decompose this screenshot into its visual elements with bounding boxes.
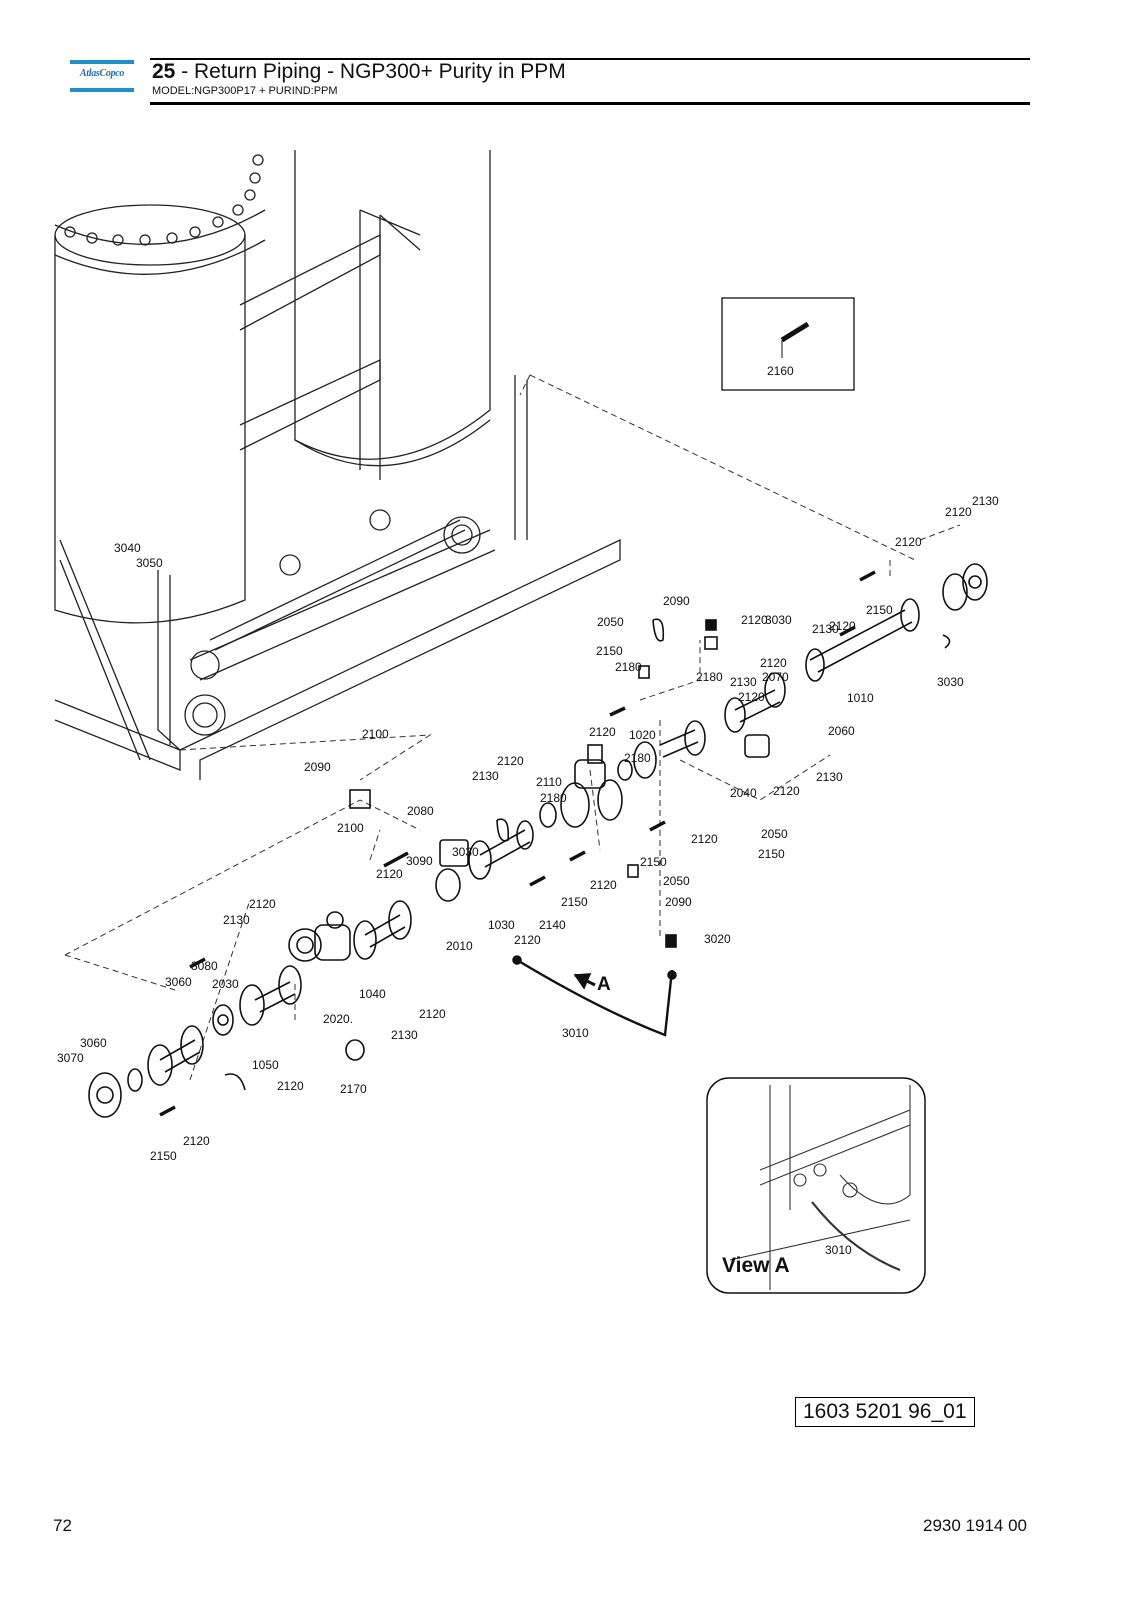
callout-2100: 2100 [337,821,364,835]
header-bottom-rule [150,102,1030,105]
callout-2150: 2150 [758,847,785,861]
callout-2020: 2020. [323,1012,353,1026]
callout-2050: 2050 [597,615,624,629]
callout-3030: 3030 [765,613,792,627]
callout-2090: 2090 [663,594,690,608]
page-title: 25 - Return Piping - NGP300+ Purity in P… [152,60,566,84]
exploded-components [88,563,988,1118]
detail-box-callout: 2160 [767,364,794,378]
callout-2120: 2120 [738,690,765,704]
callout-2100: 2100 [362,727,389,741]
callout-1040: 1040 [359,987,386,1001]
callout-2040: 2040 [730,786,757,800]
callout-3030: 3030 [452,845,479,859]
callout-2130: 2130 [391,1028,418,1042]
page-number: 72 [53,1516,72,1535]
callout-2120: 2120 [183,1134,210,1148]
logo-bottom-bar [70,88,134,92]
document-number: 2930 1914 00 [923,1516,1027,1535]
callout-2180: 2180 [540,791,567,805]
detail-box-2160: 2160 [721,297,855,391]
callout-1030: 1030 [488,918,515,932]
callout-2140: 2140 [539,918,566,932]
callout-2120: 2120 [514,933,541,947]
callout-2070: 2070 [762,670,789,684]
model-line: MODEL:NGP300P17 + PURIND:PPM [152,85,338,97]
callout-2120: 2120 [741,613,768,627]
callout-2120: 2120 [419,1007,446,1021]
callout-2050: 2050 [663,874,690,888]
callout-2180: 2180 [615,660,642,674]
callout-2130: 2130 [972,494,999,508]
callout-2130: 2130 [472,769,499,783]
callout-2170: 2170 [340,1082,367,1096]
callout-3030: 3030 [937,675,964,689]
callout-2120: 2120 [249,897,276,911]
callout-2120: 2120 [277,1079,304,1093]
callout-2060: 2060 [828,724,855,738]
dryer-frame-illustration [54,150,621,780]
callout-1010: 1010 [847,691,874,705]
callout-2120: 2120 [773,784,800,798]
callout-2090: 2090 [665,895,692,909]
inset-callout: 3010 [825,1243,852,1257]
callout-2120: 2120 [589,725,616,739]
section-title: - Return Piping - NGP300+ Purity in PPM [175,60,566,83]
callout-2120: 2120 [497,754,524,768]
callout-2120: 2120 [829,619,856,633]
callout-labels: 3040305021002090208021003030212030902120… [57,494,999,1163]
callout-2150: 2150 [640,855,667,869]
callout-3080: 3080 [191,959,218,973]
callout-3010: 3010 [562,1026,589,1040]
callout-2120: 2120 [590,878,617,892]
atlas-copco-logo: AtlasCopco [70,60,134,94]
callout-2090: 2090 [304,760,331,774]
section-number: 25 [152,60,176,83]
callout-2180: 2180 [624,751,651,765]
callout-3060: 3060 [165,975,192,989]
callout-3070: 3070 [57,1051,84,1065]
callout-2150: 2150 [561,895,588,909]
callout-2180: 2180 [696,670,723,684]
callout-2030: 2030 [212,977,239,991]
callout-2120: 2120 [945,505,972,519]
callout-2150: 2150 [596,644,623,658]
view-a-inset: View A 3010 [706,1077,926,1294]
view-a-label: View A [722,1254,790,1277]
callout-2150: 2150 [150,1149,177,1163]
callout-2130: 2130 [730,675,757,689]
callout-3060: 3060 [80,1036,107,1050]
callout-1050: 1050 [252,1058,279,1072]
callout-1020: 1020 [629,728,656,742]
callout-3050: 3050 [136,556,163,570]
callout-2150: 2150 [866,603,893,617]
callout-2130: 2130 [812,622,839,636]
callout-2080: 2080 [407,804,434,818]
callout-2120: 2120 [895,535,922,549]
callout-2120: 2120 [691,832,718,846]
callout-2010: 2010 [446,939,473,953]
callout-2110: 2110 [536,775,562,789]
callout-2130: 2130 [816,770,843,784]
callout-3090: 3090 [406,854,433,868]
leader-dashed-lines [64,374,961,1081]
callout-2050: 2050 [761,827,788,841]
callout-2120: 2120 [376,867,403,881]
callout-3020: 3020 [704,932,731,946]
logo-top-bar [70,60,134,64]
callout-2120: 2120 [760,656,787,670]
callout-2130: 2130 [223,913,250,927]
header-top-rule [150,58,1030,60]
view-marker-a: A [597,974,611,995]
callout-3040: 3040 [114,541,141,555]
logo-text: AtlasCopco [79,68,125,79]
illustration-number: 1603 5201 96_01 [795,1397,975,1427]
